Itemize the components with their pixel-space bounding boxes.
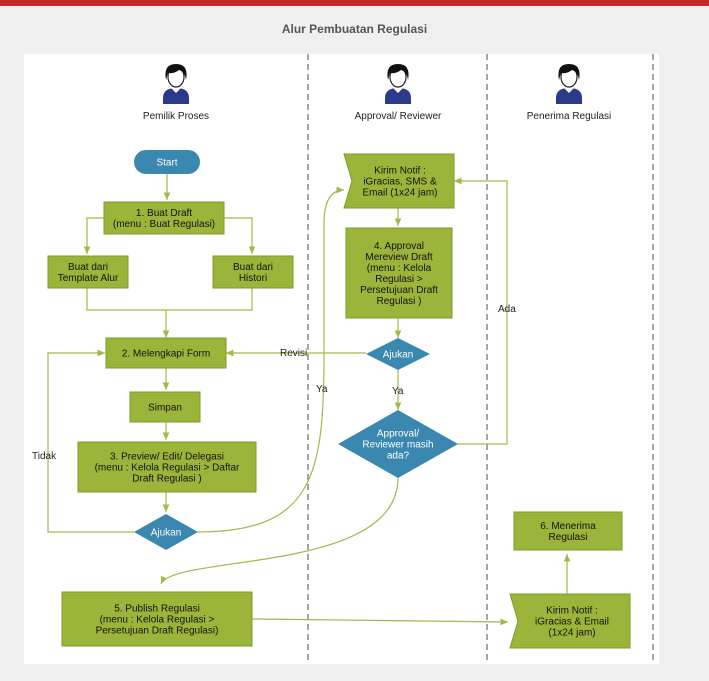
edge-label-revisi: Revisi bbox=[280, 348, 307, 359]
node-label-line: Ajukan bbox=[151, 528, 182, 539]
node-simpan: Simpan bbox=[129, 391, 201, 423]
edge-masih-publish bbox=[160, 477, 399, 585]
node-label-line: Regulasi ) bbox=[376, 296, 421, 307]
page-title: Alur Pembuatan Regulasi bbox=[281, 22, 428, 36]
person-icon bbox=[162, 63, 190, 105]
node-buat-draft-label: 1. Buat Draft(menu : Buat Regulasi) bbox=[113, 208, 215, 230]
person-icon bbox=[384, 63, 412, 105]
edge-ada bbox=[454, 177, 508, 445]
node-label-line: 1. Buat Draft bbox=[136, 208, 192, 219]
node-ajukan2: Ajukan bbox=[366, 338, 430, 370]
node-label-line: Approval/ bbox=[377, 429, 419, 440]
node-kirim2-label: Kirim Notif :iGracias & Email(1x24 jam) bbox=[535, 606, 609, 639]
lane-pemilik: Pemilik Proses bbox=[143, 63, 209, 122]
node-label-line: Start bbox=[156, 158, 177, 169]
node-ajukan2-label: Ajukan bbox=[383, 350, 414, 361]
node-label-line: Kirim Notif : bbox=[374, 166, 426, 177]
node-start-label: Start bbox=[156, 158, 177, 169]
edge-ya1 bbox=[197, 186, 345, 533]
node-label-line: Histori bbox=[239, 273, 267, 284]
node-publish: 5. Publish Regulasi(menu : Kelola Regula… bbox=[61, 591, 253, 647]
node-label-line: 4. Approval bbox=[374, 241, 424, 252]
node-label-line: (menu : Buat Regulasi) bbox=[113, 219, 215, 230]
edge-label-ya2: Ya bbox=[392, 386, 404, 397]
node-label-line: Persetujuan Draft Regulasi) bbox=[96, 626, 219, 637]
lane-label-pemilik: Pemilik Proses bbox=[143, 111, 209, 122]
node-label-line: (menu : Kelola Regulasi > Daftar bbox=[95, 463, 240, 474]
node-label-line: Simpan bbox=[148, 403, 182, 414]
lane-label-approval: Approval/ Reviewer bbox=[355, 111, 442, 122]
node-label-line: Reviewer masih bbox=[362, 440, 433, 451]
node-melengkapi: 2. Melengkapi Form bbox=[105, 337, 227, 369]
lane-penerima: Penerima Regulasi bbox=[527, 63, 612, 122]
node-label-line: Regulasi bbox=[549, 532, 588, 543]
edge-label-ada: Ada bbox=[498, 304, 516, 315]
node-label-line: 3. Preview/ Edit/ Delegasi bbox=[110, 452, 224, 463]
edge-draft-template bbox=[83, 217, 104, 254]
accent-bar bbox=[0, 0, 709, 6]
node-label-line: Ajukan bbox=[383, 350, 414, 361]
node-label-line: (1x24 jam) bbox=[548, 628, 595, 639]
node-label-line: iGracias & Email bbox=[535, 617, 609, 628]
node-kirim2: Kirim Notif :iGracias & Email(1x24 jam) bbox=[509, 593, 631, 649]
node-label-line: Email (1x24 jam) bbox=[362, 188, 437, 199]
node-label-line: Buat dari bbox=[233, 262, 273, 273]
diagram-canvas: Pemilik Proses Approval/ Reviewer Peneri… bbox=[24, 54, 659, 664]
node-label-line: Kirim Notif : bbox=[546, 606, 598, 617]
person-icon bbox=[555, 63, 583, 105]
node-label-line: Template Alur bbox=[58, 273, 119, 284]
node-buat-draft: 1. Buat Draft(menu : Buat Regulasi) bbox=[103, 201, 225, 235]
edge-publish-kirim2 bbox=[251, 618, 509, 626]
node-label-line: Mereview Draft bbox=[365, 252, 432, 263]
node-kirim1: Kirim Notif :iGracias, SMS &Email (1x24 … bbox=[343, 153, 455, 209]
node-label-line: Draft Regulasi ) bbox=[132, 474, 201, 485]
node-preview-label: 3. Preview/ Edit/ Delegasi(menu : Kelola… bbox=[95, 452, 240, 485]
edge-label-ya1: Ya bbox=[316, 384, 328, 395]
node-ajukan1: Ajukan bbox=[134, 514, 198, 550]
lane-approval: Approval/ Reviewer bbox=[355, 63, 442, 122]
node-start: Start bbox=[134, 150, 200, 174]
node-label-line: Buat dari bbox=[68, 262, 108, 273]
node-label-line: 2. Melengkapi Form bbox=[122, 349, 210, 360]
node-publish-label: 5. Publish Regulasi(menu : Kelola Regula… bbox=[96, 604, 219, 637]
lane-label-penerima: Penerima Regulasi bbox=[527, 111, 612, 122]
node-label-line: iGracias, SMS & bbox=[363, 177, 437, 188]
node-preview: 3. Preview/ Edit/ Delegasi(menu : Kelola… bbox=[77, 441, 257, 493]
node-ajukan1-label: Ajukan bbox=[151, 528, 182, 539]
node-melengkapi-label: 2. Melengkapi Form bbox=[122, 349, 210, 360]
node-label-line: 6. Menerima bbox=[540, 521, 596, 532]
node-kirim1-label: Kirim Notif :iGracias, SMS &Email (1x24 … bbox=[362, 166, 437, 199]
edge-draft-histori bbox=[224, 217, 256, 254]
edge-tidak bbox=[47, 349, 134, 533]
node-label-line: Persetujuan Draft bbox=[360, 285, 438, 296]
node-label-line: Regulasi > bbox=[375, 274, 423, 285]
edge-template-merge bbox=[86, 288, 253, 311]
node-simpan-label: Simpan bbox=[148, 403, 182, 414]
edge-label-tidak: Tidak bbox=[32, 451, 57, 462]
node-label-line: (menu : Kelola Regulasi > bbox=[100, 615, 215, 626]
node-label-line: (menu : Kelola bbox=[367, 263, 432, 274]
node-label-line: 5. Publish Regulasi bbox=[114, 604, 200, 615]
node-label-line: ada? bbox=[387, 451, 410, 462]
